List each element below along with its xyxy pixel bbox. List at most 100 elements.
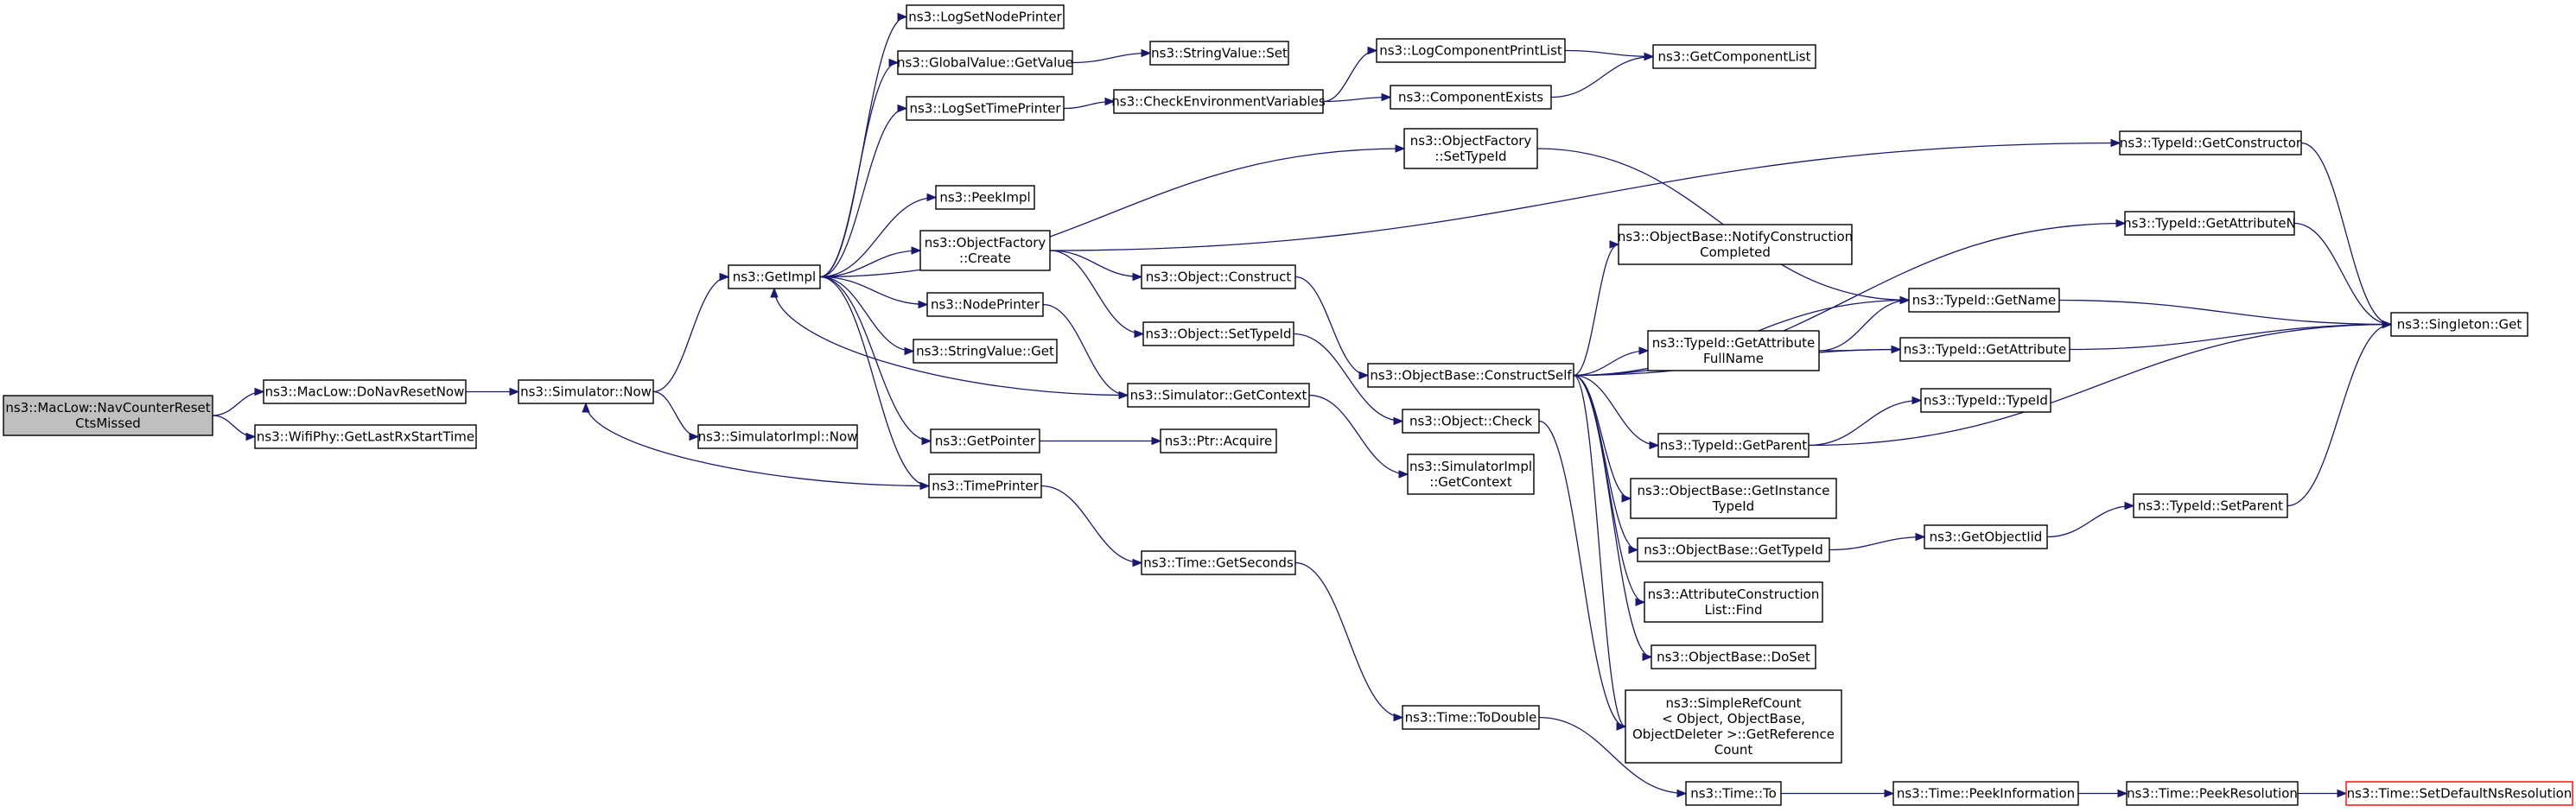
- node-nodePrinter[interactable]: ns3::NodePrinter: [926, 292, 1044, 317]
- node-label-line: ns3::ObjectBase::DoSet: [1657, 650, 1810, 665]
- node-objFactorySetTypeId[interactable]: ns3::ObjectFactory::SetTypeId: [1403, 128, 1538, 169]
- node-label-line: ns3::LogSetNodePrinter: [908, 10, 1062, 25]
- edge-objFactoryCreate-to-typeIdGetConstructor: [1049, 138, 2121, 251]
- node-label-line: ns3::ComponentExists: [1398, 90, 1543, 105]
- edge-line: [2300, 142, 2392, 326]
- node-box: [1625, 689, 1842, 764]
- node-label-line: ns3::TypeId::GetAttribute: [1652, 335, 1815, 351]
- node-peekImpl[interactable]: ns3::PeekImpl: [935, 185, 1035, 210]
- node-typeIdGetAttributeN[interactable]: ns3::TypeId::GetAttributeN: [2123, 211, 2296, 236]
- edge-line: [2069, 323, 2392, 351]
- node-componentExists[interactable]: ns3::ComponentExists: [1390, 85, 1552, 110]
- node-notifyConstruction[interactable]: ns3::ObjectBase::NotifyConstructionCompl…: [1618, 224, 1853, 265]
- node-doNavResetNow[interactable]: ns3::MacLow::DoNavResetNow: [263, 379, 467, 404]
- edge-simGetContext-to-getImpl: [770, 287, 1129, 396]
- node-checkEnv[interactable]: ns3::CheckEnvironmentVariables: [1111, 89, 1326, 114]
- edge-arrowhead: [1911, 396, 1923, 405]
- node-ptrAcquire[interactable]: ns3::Ptr::Acquire: [1160, 428, 1277, 454]
- edge-objectConstruct-to-constructSelf: [1294, 276, 1370, 380]
- node-objectCheck[interactable]: ns3::Object::Check: [1402, 409, 1540, 434]
- node-simpleRefCount[interactable]: ns3::SimpleRefCount< Object, ObjectBase,…: [1625, 689, 1842, 764]
- node-label-line: ns3::GlobalValue::GetValue: [897, 55, 1073, 71]
- edge-root-to-getLastRx: [212, 415, 257, 441]
- edge-line: [212, 390, 264, 416]
- node-setDefaultNsResolution[interactable]: ns3::Time::SetDefaultNsResolution: [2345, 781, 2573, 806]
- node-box: [1402, 705, 1540, 730]
- node-objectBaseGetTypeId[interactable]: ns3::ObjectBase::GetTypeId: [1637, 537, 1830, 562]
- edge-getImpl-to-nodePrinter: [819, 276, 929, 309]
- node-typeIdGetName[interactable]: ns3::TypeId::GetName: [1908, 288, 2060, 313]
- node-timePrinter[interactable]: ns3::TimePrinter: [928, 473, 1042, 498]
- node-logSetTimePrinter[interactable]: ns3::LogSetTimePrinter: [906, 96, 1065, 121]
- node-getImpl[interactable]: ns3::GetImpl: [728, 264, 821, 289]
- node-objectSetTypeId[interactable]: ns3::Object::SetTypeId: [1142, 321, 1294, 346]
- node-stringValueSet[interactable]: ns3::StringValue::Set: [1149, 41, 1289, 66]
- node-stringValueGet[interactable]: ns3::StringValue::Get: [913, 339, 1058, 364]
- node-timeTo[interactable]: ns3::Time::To: [1685, 781, 1782, 806]
- node-label-line: List::Find: [1704, 602, 1762, 618]
- node-timePeekResolution[interactable]: ns3::Time::PeekResolution: [2126, 781, 2299, 806]
- node-simGetContext[interactable]: ns3::Simulator::GetContext: [1127, 383, 1310, 408]
- edge-typeIdGetParent-to-typeIdTypeId: [1808, 396, 1923, 447]
- node-label-line: ::Create: [959, 251, 1011, 266]
- node-box: [1142, 321, 1294, 346]
- node-label-line: ::GetContext: [1429, 474, 1512, 490]
- node-simNow[interactable]: ns3::Simulator::Now: [518, 379, 654, 404]
- edge-arrowhead: [2337, 789, 2348, 798]
- node-timePeekInformation[interactable]: ns3::Time::PeekInformation: [1892, 781, 2079, 806]
- node-box: [906, 4, 1065, 29]
- node-box: [928, 473, 1042, 498]
- node-label-line: ns3::ObjectBase::NotifyConstruction: [1618, 229, 1853, 244]
- node-typeIdSetParent[interactable]: ns3::TypeId::SetParent: [2133, 493, 2288, 518]
- node-objectConstruct[interactable]: ns3::Object::Construct: [1141, 264, 1296, 289]
- edge-timeGetSeconds-to-timeToDouble: [1294, 561, 1404, 722]
- edge-constructSelf-to-getAttributeFullName: [1573, 346, 1650, 377]
- node-timeToDouble[interactable]: ns3::Time::ToDouble: [1402, 705, 1540, 730]
- node-box: [1403, 128, 1538, 169]
- node-simImplGetContext[interactable]: ns3::SimulatorImpl::GetContext: [1407, 454, 1535, 495]
- node-logSetNodePrinter[interactable]: ns3::LogSetNodePrinter: [906, 4, 1065, 29]
- node-logComponentPrintList[interactable]: ns3::LogComponentPrintList: [1376, 38, 1566, 63]
- node-getObjectIid[interactable]: ns3::GetObjectIid: [1924, 524, 2048, 549]
- node-box: [1908, 288, 2060, 313]
- node-box: [1920, 388, 2051, 413]
- edge-line: [819, 250, 921, 278]
- edge-arrowhead: [1151, 436, 1162, 446]
- edge-arrowhead: [1899, 295, 1911, 305]
- edge-arrowhead: [1367, 46, 1378, 55]
- node-timeGetSeconds[interactable]: ns3::Time::GetSeconds: [1141, 550, 1296, 575]
- edge-line: [819, 148, 1405, 278]
- node-typeIdGetParent[interactable]: ns3::TypeId::GetParent: [1657, 433, 1810, 458]
- node-box: [1644, 581, 1823, 623]
- node-typeIdGetConstructor[interactable]: ns3::TypeId::GetConstructor: [2119, 130, 2302, 155]
- edge-line: [1322, 49, 1377, 103]
- node-label-line: ns3::GetPointer: [935, 434, 1036, 449]
- edge-arrowhead: [1676, 789, 1688, 798]
- node-typeIdGetAttribute[interactable]: ns3::TypeId::GetAttribute: [1899, 337, 2070, 362]
- node-label-line: ns3::Singleton::Get: [2397, 317, 2522, 333]
- node-label-line: ns3::MacLow::DoNavResetNow: [265, 384, 465, 400]
- node-globalValueGetValue[interactable]: ns3::GlobalValue::GetValue: [897, 50, 1073, 75]
- node-getPointer[interactable]: ns3::GetPointer: [930, 428, 1040, 454]
- node-getComponentList[interactable]: ns3::GetComponentList: [1652, 44, 1816, 69]
- node-objFactoryCreate[interactable]: ns3::ObjectFactory::Create: [919, 230, 1051, 271]
- node-objectBaseDoSet[interactable]: ns3::ObjectBase::DoSet: [1651, 644, 1816, 669]
- edge-getImpl-to-timePrinter: [819, 276, 931, 491]
- node-getLastRx[interactable]: ns3::WifiPhy::GetLastRxStartTime: [254, 424, 477, 449]
- edge-root-to-doNavResetNow: [212, 387, 265, 416]
- node-label-line: ns3::GetComponentList: [1657, 49, 1810, 65]
- node-simImplNow[interactable]: ns3::SimulatorImpl::Now: [697, 424, 858, 449]
- edge-line: [1573, 374, 1652, 658]
- node-typeIdTypeId[interactable]: ns3::TypeId::TypeId: [1920, 388, 2051, 413]
- node-label-line: ns3::SimulatorImpl::Now: [698, 429, 858, 445]
- node-label-line: ns3::Time::GetSeconds: [1143, 555, 1294, 571]
- node-constructSelf[interactable]: ns3::ObjectBase::ConstructSelf: [1367, 363, 1574, 388]
- edge-line: [819, 61, 899, 278]
- edge-line: [1573, 374, 1638, 551]
- node-singletonGet[interactable]: ns3::Singleton::Get: [2390, 312, 2528, 337]
- edge-arrowhead: [1134, 329, 1145, 339]
